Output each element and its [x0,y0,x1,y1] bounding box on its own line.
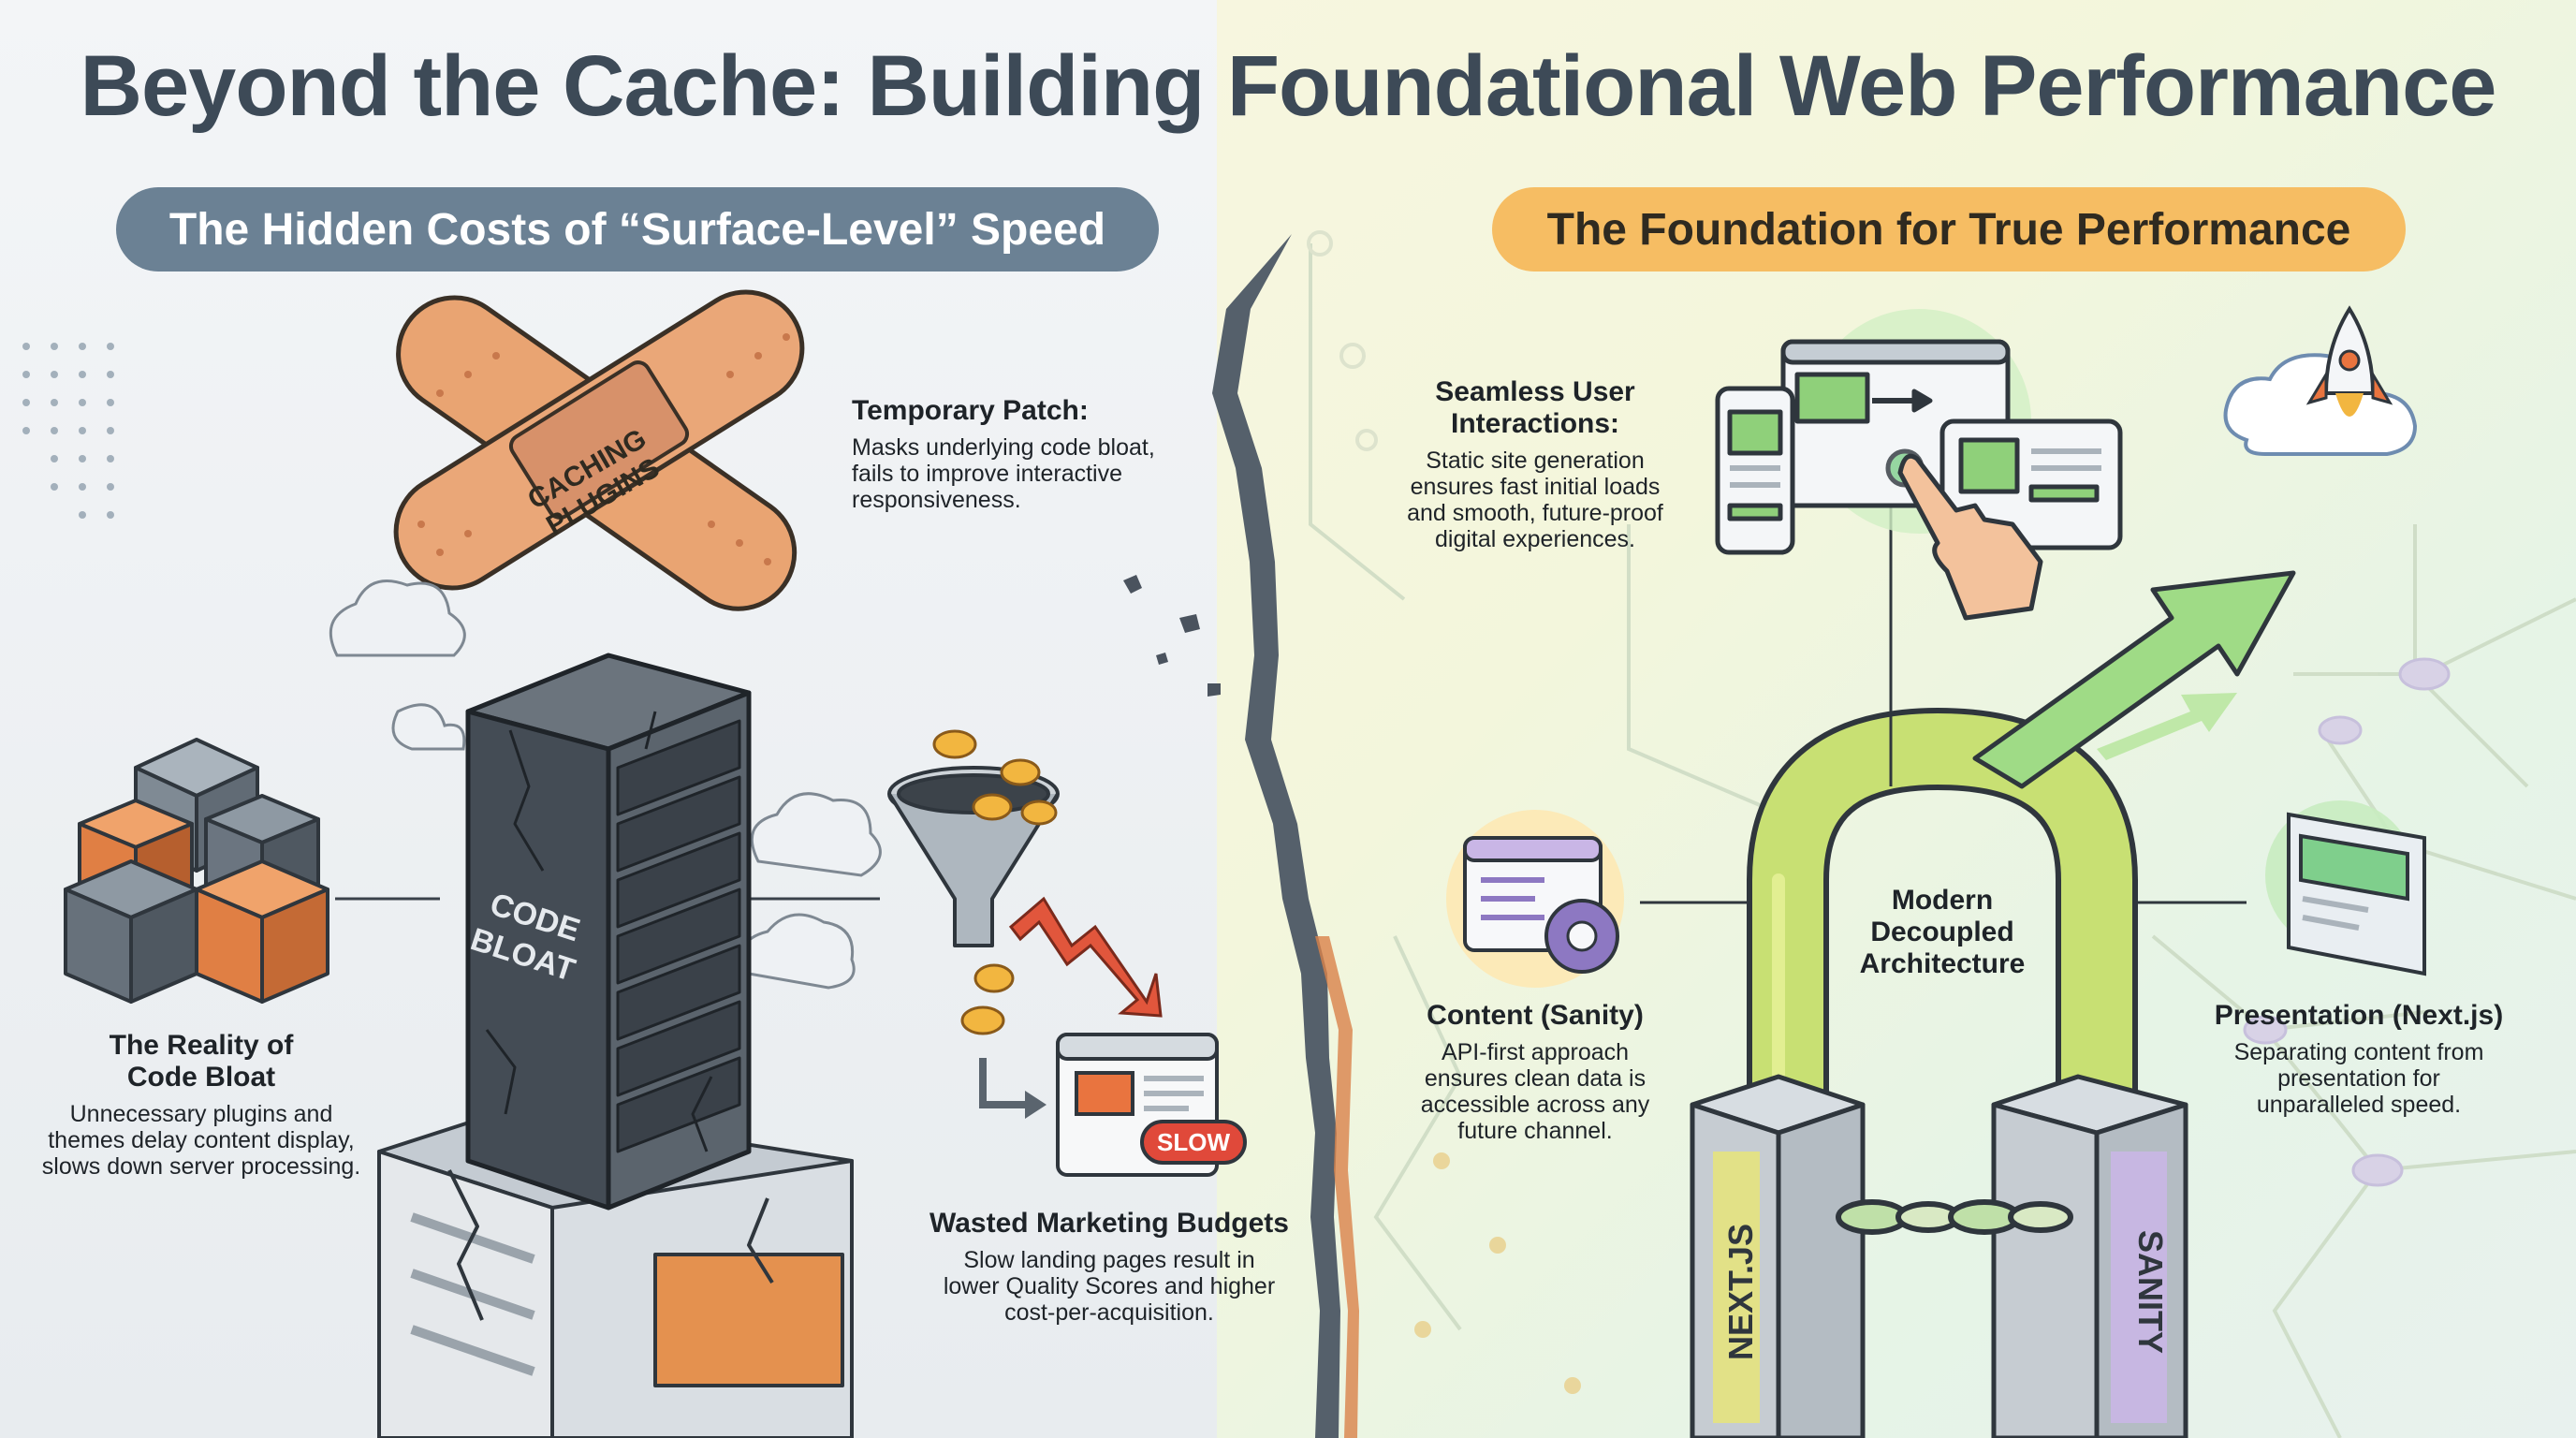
smoke-icon [329,580,882,990]
right-section-heading: The Foundation for True Performance [1492,187,2406,271]
left-section-heading: The Hidden Costs of “Surface-Level” Spee… [116,187,1159,271]
temporary-patch-heading: Temporary Patch: [852,395,1089,426]
dot-grid [22,343,114,519]
hand-pointer-icon [1885,448,2043,621]
wasted-budgets-caption: Wasted Marketing Budgets Slow landing pa… [899,1208,1320,1326]
chain-icon [1836,1199,2073,1235]
wasted-budgets-body: Slow landing pages result in lower Quali… [943,1247,1276,1326]
coin-icon [932,729,1058,1035]
pillar-nextjs-label: NEXT.JS [1721,1224,1760,1360]
devices-icon [1715,339,2123,555]
pillar-sanity [1991,1074,2188,1438]
seamless-body: Static site generation ensures fast init… [1407,448,1663,552]
growth-arrow [1972,570,2296,789]
slow-webpage-icon [1056,1033,1247,1177]
code-bloat-caption: The Reality of Code Bloat Unnecessary pl… [37,1030,365,1180]
code-bloat-heading: The Reality of Code Bloat [109,1030,294,1093]
architecture-caption: Modern Decoupled Architecture [1844,885,2041,980]
rocket-icon [2223,305,2418,456]
content-sanity-heading: Content (Sanity) [1427,1000,1644,1031]
seamless-caption: Seamless User Interactions: Static site … [1395,376,1676,552]
page-title: Beyond the Cache: Building Foundational … [80,38,2497,134]
presentation-screen-icon [2287,812,2426,976]
bandage-icon [393,289,805,611]
down-arrow-icon [1008,896,1163,1018]
wasted-budgets-heading: Wasted Marketing Budgets [929,1208,1289,1239]
seamless-heading: Seamless User Interactions: [1435,376,1635,439]
pillar-sanity-label: SANITY [2131,1230,2170,1354]
presentation-nextjs-caption: Presentation (Next.js) Separating conten… [2190,1000,2527,1118]
torn-divider [1212,234,1340,1438]
temporary-patch-caption: Temporary Patch: Masks underlying code b… [852,395,1161,513]
stacked-boxes-icon [64,738,329,1004]
presentation-nextjs-body: Separating content from presentation for… [2233,1039,2484,1118]
slow-badge: SLOW [1157,1128,1230,1156]
presentation-nextjs-heading: Presentation (Next.js) [2214,1000,2504,1031]
code-bloat-body: Unnecessary plugins and themes delay con… [41,1101,361,1180]
pipe-arch [1747,707,2138,1146]
server-tower-icon [465,653,752,1211]
temporary-patch-body: Masks underlying code bloat, fails to im… [852,434,1155,513]
pillar-nextjs [1690,1074,1866,1438]
content-sanity-caption: Content (Sanity) API-first approach ensu… [1404,1000,1666,1144]
architecture-label: Modern Decoupled Architecture [1859,885,2026,979]
debris [1123,575,1221,697]
gear-icon [1544,899,1619,974]
content-sanity-body: API-first approach ensures clean data is… [1420,1039,1650,1144]
